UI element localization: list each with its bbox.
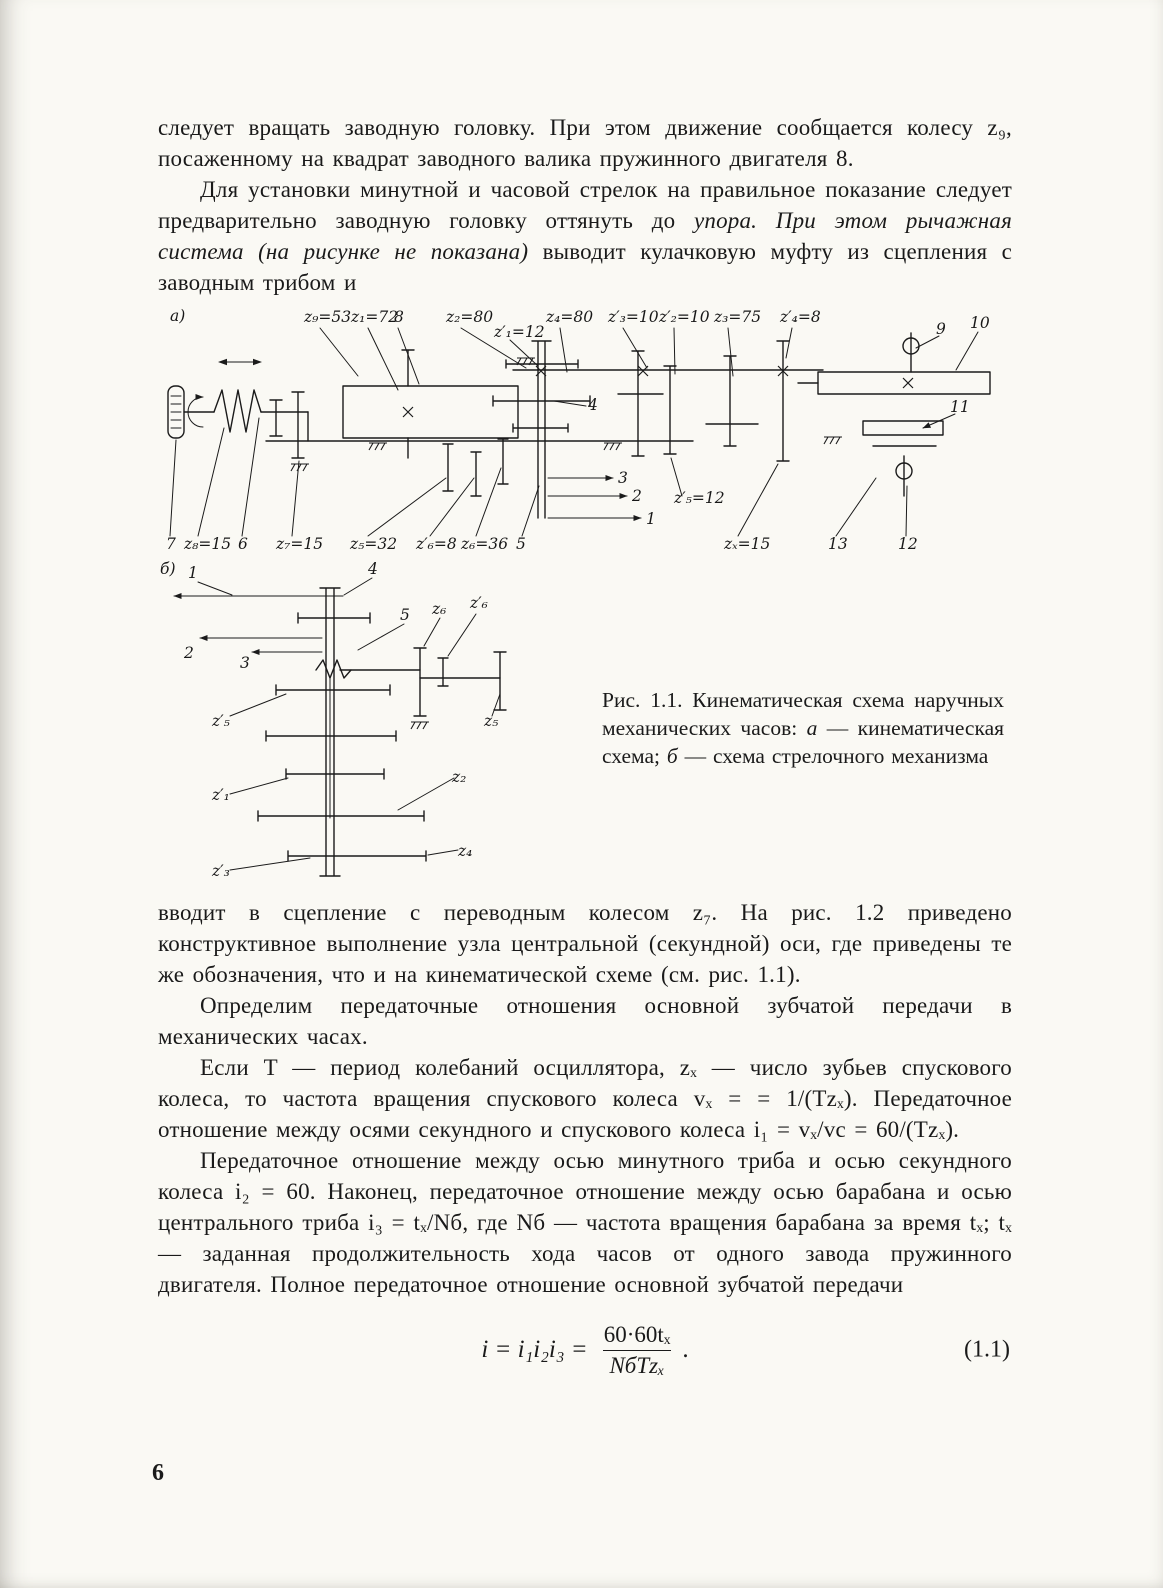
minute-wheel [265, 730, 397, 742]
figure-label: z′₆ [469, 594, 488, 612]
figure-label: 4 [367, 560, 378, 578]
figure-b-and-caption-row: б) 1 4 5 z₆ z′₆ 2 3 z′₅ z₅ z₂ z′₁ z₄ z′₃ Рис. 1.1. Ки… [158, 558, 1012, 893]
figure-label: z₁=72 [350, 308, 398, 326]
figure-label: 12 [898, 535, 918, 553]
figure-caption: Рис. 1.1. Кинематическая схема наручных … [602, 686, 1004, 770]
figure-label: z₆ [431, 600, 446, 618]
rotation-arrows [547, 475, 642, 521]
label-leaders [197, 577, 501, 871]
caption-text: — кинематическая схема; [602, 716, 1004, 768]
text-run: Для установки минутной и часовой стрелок… [158, 177, 1012, 233]
text-run-italic: упора. При этом рычажная система (на рис… [158, 208, 1012, 264]
figure-label: z₂ [451, 768, 466, 786]
central-axis [319, 587, 341, 877]
intermediate-wheel [285, 768, 385, 780]
hand-arrows [173, 593, 344, 655]
motion-work-wheels [442, 438, 509, 497]
label-leaders [169, 327, 979, 537]
equation-lhs: i = i₁i₂i₃ = [481, 1336, 588, 1363]
figure-label: z′₁ [211, 786, 230, 804]
figure-label: z₉=53 [303, 308, 351, 326]
paragraph: Определим передаточные отношения основно… [158, 993, 1012, 1049]
figure-label: z₂=80 [445, 308, 493, 326]
figure-label: z′₃ [211, 862, 230, 880]
paragraph: следует вращать заводную головку. При эт… [158, 115, 1012, 171]
figure-label: 13 [828, 535, 848, 553]
figure-label: z′₅ [211, 712, 231, 730]
equation-1-1: i = i₁i₂i₃ = 60·60tₓ NбTzₓ . (1.1) [158, 1320, 1012, 1380]
figure-label: 3 [240, 654, 250, 672]
cannon-pinion [297, 612, 371, 624]
ground-hatch [410, 721, 430, 730]
figure-label: z₅ [483, 712, 499, 730]
figure-label: zₓ=15 [723, 535, 770, 553]
figure-label: z′₅=12 [673, 489, 725, 507]
paragraph: Если T — период колебаний осциллятора, z… [158, 1055, 1012, 1142]
setting-wheel-branch [339, 647, 507, 717]
friction-spring [315, 659, 352, 679]
hour-wheel [275, 684, 391, 696]
figure-label: z′₂=10 [658, 308, 710, 326]
fraction-numerator: 60·60tₓ [603, 1322, 671, 1348]
gear-train-wheels [617, 340, 790, 462]
figure-part-b-motion-work-scheme: б) 1 4 5 z₆ z′₆ 2 3 z′₅ z₅ z₂ z′₁ z₄ z′₃ [160, 560, 507, 880]
text-run: выводит кулачковую муфту из сцепления с … [158, 239, 1012, 295]
figure-label: 9 [936, 320, 946, 338]
figure-label: z₄ [457, 842, 472, 860]
equation-number: (1.1) [964, 1336, 1010, 1363]
figure-label: 7 [166, 535, 176, 553]
figure-label: 6 [238, 535, 248, 553]
figure-label: 2 [631, 487, 642, 505]
figure-label: z′₁=12 [493, 323, 545, 341]
winding-stem-clutch [183, 358, 309, 459]
figure-label: z₃=75 [713, 308, 761, 326]
third-wheel [287, 850, 427, 862]
figure-label: 8 [394, 308, 404, 326]
figure-label: 2 [183, 644, 194, 662]
figure-label: z₇=15 [275, 535, 323, 553]
figure-label: 5 [516, 535, 526, 553]
figure-label: 1 [188, 564, 198, 582]
figure-label: 1 [646, 510, 656, 528]
figure-label: 11 [950, 398, 970, 416]
caption-text: — схема стрелочного механизма [677, 744, 989, 768]
paragraph: Передаточное отношение между осью минутн… [158, 1148, 1012, 1297]
figure-label: 3 [618, 469, 628, 487]
figure-label: 10 [970, 314, 990, 332]
center-wheel [257, 810, 425, 822]
equation-fraction: 60·60tₓ NбTzₓ [598, 1321, 677, 1378]
figure-a-drawing [167, 327, 991, 537]
figure-label: z′₄=8 [779, 308, 821, 326]
figure-label: а) [170, 307, 185, 325]
caption-text: Рис. 1.1. Кинематическая схема наручных … [602, 688, 1004, 740]
figure-b-drawing [173, 577, 507, 877]
caption-part-b-letter: б [666, 744, 678, 768]
paragraph: Для установки минутной и часовой стрелок… [158, 174, 1012, 298]
equation-period: . [682, 1336, 689, 1363]
figure-label: б) [160, 560, 176, 578]
page-content: следует вращать заводную головку. При эт… [158, 112, 1012, 1380]
figure-label: z₆=36 [460, 535, 508, 553]
mainspring-barrel [342, 349, 519, 459]
figure-label: 5 [400, 606, 410, 624]
figure-label: z₅=32 [349, 535, 397, 553]
figure-label: 4 [587, 396, 598, 414]
figure-label: z′₆=8 [415, 535, 457, 553]
caption-part-a-letter: а [806, 716, 818, 740]
ground-hatches [290, 357, 843, 472]
page-number: 6 [152, 1460, 164, 1486]
paragraph: вводит в сцепление с переводным колесом … [158, 900, 1012, 987]
figure-label: z₄=80 [545, 308, 593, 326]
center-wheel-axis [492, 340, 591, 519]
fraction-denominator: NбTzₓ [603, 1349, 671, 1379]
pivot-marks [402, 365, 914, 418]
figure-label: z′₃=10 [607, 308, 659, 326]
figure-label: z₈=15 [183, 535, 231, 553]
